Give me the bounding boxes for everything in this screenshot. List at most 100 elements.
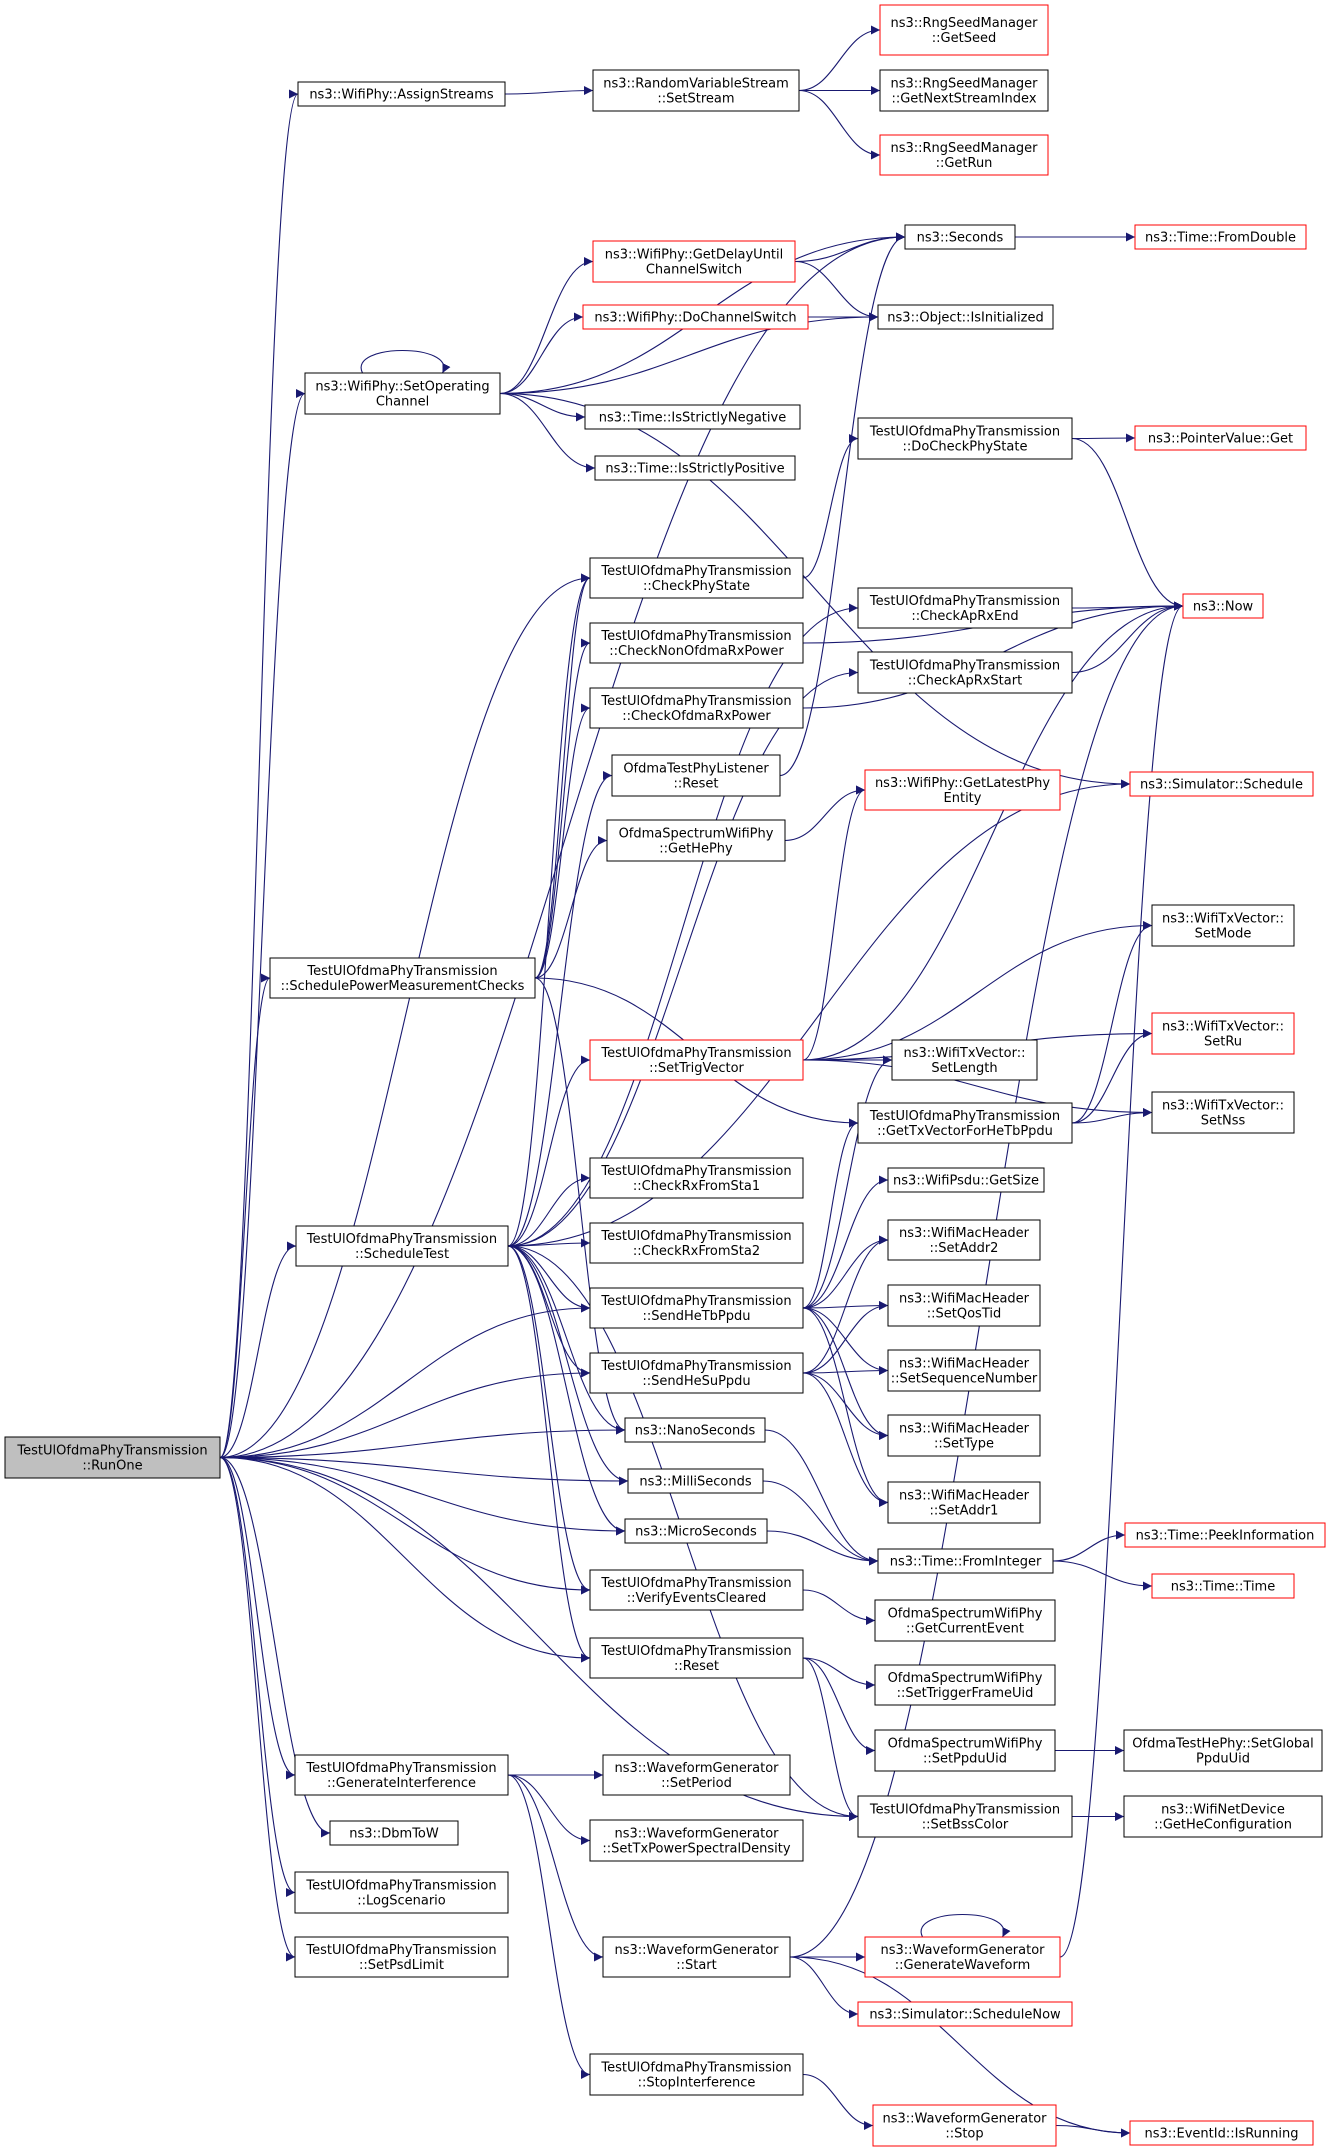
- node-checkApRxEnd[interactable]: TestUlOfdmaPhyTransmission::CheckApRxEnd: [857, 587, 1073, 629]
- call-edge-reset-to-setTriggerFrameUid: [802, 1657, 876, 1690]
- node-isRunning[interactable]: ns3::EventId::IsRunning: [1129, 2120, 1314, 2146]
- node-getTxVector[interactable]: TestUlOfdmaPhyTransmission::GetTxVectorF…: [857, 1102, 1073, 1144]
- node-now[interactable]: ns3::Now: [1182, 593, 1264, 619]
- node-getHePhy[interactable]: OfdmaSpectrumWifiPhy::GetHePhy: [606, 819, 786, 862]
- node-isInitialized[interactable]: ns3::Object::IsInitialized: [877, 304, 1054, 330]
- node-peekInfo[interactable]: ns3::Time::PeekInformation: [1124, 1522, 1326, 1548]
- node-checkOfdma[interactable]: TestUlOfdmaPhyTransmission::CheckOfdmaRx…: [589, 687, 804, 729]
- node-label-line: TestUlOfdmaPhyTransmission: [305, 1943, 496, 1958]
- node-setPsdLimit[interactable]: TestUlOfdmaPhyTransmission::SetPsdLimit: [294, 1936, 509, 1978]
- node-wgStart[interactable]: ns3::WaveformGenerator::Start: [602, 1936, 791, 1978]
- node-sendHeTb[interactable]: TestUlOfdmaPhyTransmission::SendHeTbPpdu: [589, 1287, 804, 1329]
- node-sendHeSu[interactable]: TestUlOfdmaPhyTransmission::SendHeSuPpdu: [589, 1352, 804, 1394]
- node-box: [857, 1795, 1073, 1838]
- call-edge-generateWaveform-to-now: [1059, 601, 1184, 1958]
- node-milliSeconds[interactable]: ns3::MilliSeconds: [627, 1468, 764, 1494]
- call-edge-setStream-to-getSeed: [798, 25, 881, 92]
- node-box: [857, 587, 1073, 629]
- node-scheduleNow[interactable]: ns3::Simulator::ScheduleNow: [857, 2001, 1073, 2027]
- node-setLength[interactable]: ns3::WifiTxVector::SetLength: [891, 1039, 1038, 1081]
- node-dbmToW[interactable]: ns3::DbmToW: [329, 1820, 459, 1846]
- node-pointerGet[interactable]: ns3::PointerValue::Get: [1134, 425, 1307, 451]
- node-seconds[interactable]: ns3::Seconds: [904, 224, 1016, 250]
- node-label-line: SetRu: [1204, 1035, 1242, 1050]
- node-getCurrentEvent[interactable]: OfdmaSpectrumWifiPhy::GetCurrentEvent: [874, 1599, 1056, 1642]
- node-setType[interactable]: ns3::WifiMacHeader::SetType: [887, 1414, 1041, 1457]
- node-fromDouble[interactable]: ns3::Time::FromDouble: [1134, 224, 1307, 250]
- node-box: [584, 404, 801, 430]
- node-setQosTid[interactable]: ns3::WifiMacHeader::SetQosTid: [887, 1284, 1041, 1327]
- node-assignStreams[interactable]: ns3::WifiPhy::AssignStreams: [297, 81, 506, 107]
- node-setPpduUid[interactable]: OfdmaSpectrumWifiPhy::SetPpduUid: [874, 1729, 1056, 1772]
- node-label-line: ::GetCurrentEvent: [906, 1622, 1024, 1637]
- node-getRun[interactable]: ns3::RngSeedManager::GetRun: [879, 134, 1049, 176]
- node-generateWaveform[interactable]: ns3::WaveformGenerator::GenerateWaveform: [864, 1936, 1061, 1978]
- node-doChannelSwitch[interactable]: ns3::WifiPhy::DoChannelSwitch: [582, 304, 809, 330]
- node-getSeed[interactable]: ns3::RngSeedManager::GetSeed: [879, 4, 1049, 56]
- node-checkNonOfdma[interactable]: TestUlOfdmaPhyTransmission::CheckNonOfdm…: [589, 622, 804, 664]
- node-label-line: ::SetBssColor: [922, 1818, 1009, 1833]
- node-fromInteger[interactable]: ns3::Time::FromInteger: [877, 1548, 1054, 1574]
- node-getSize[interactable]: ns3::WifiPsdu::GetSize: [887, 1167, 1045, 1193]
- node-logScenario[interactable]: TestUlOfdmaPhyTransmission::LogScenario: [294, 1871, 509, 1914]
- node-label-line: OfdmaTestPhyListener: [623, 762, 769, 777]
- node-label-line: ::SchedulePowerMeasurementChecks: [281, 979, 525, 994]
- node-generateInterference[interactable]: TestUlOfdmaPhyTransmission::GenerateInte…: [294, 1754, 509, 1796]
- node-box: [594, 455, 796, 481]
- node-setMode[interactable]: ns3::WifiTxVector::SetMode: [1151, 904, 1295, 947]
- node-setBssColor[interactable]: TestUlOfdmaPhyTransmission::SetBssColor: [857, 1795, 1073, 1838]
- node-checkRxSta2[interactable]: TestUlOfdmaPhyTransmission::CheckRxFromS…: [589, 1222, 804, 1264]
- call-edge-doCheckPhyState-to-pointerGet: [1071, 433, 1136, 443]
- node-nanoSeconds[interactable]: ns3::NanoSeconds: [624, 1417, 766, 1443]
- node-checkRxSta1[interactable]: TestUlOfdmaPhyTransmission::CheckRxFromS…: [589, 1157, 804, 1199]
- node-box: [592, 240, 796, 283]
- node-setTriggerFrameUid[interactable]: OfdmaSpectrumWifiPhy::SetTriggerFrameUid: [874, 1664, 1056, 1706]
- node-setStream[interactable]: ns3::RandomVariableStream::SetStream: [592, 69, 800, 112]
- node-time[interactable]: ns3::Time::Time: [1151, 1573, 1295, 1599]
- node-label-line: OfdmaSpectrumWifiPhy: [888, 1737, 1043, 1752]
- node-label-line: ns3::Time::FromDouble: [1145, 231, 1296, 246]
- call-edge-generateInterference-to-stopInterference: [507, 1774, 591, 2079]
- node-label-line: ::GetTxVectorForHeTbPpdu: [877, 1124, 1053, 1139]
- node-label-line: ns3::WifiMacHeader: [899, 1489, 1030, 1504]
- node-microSeconds[interactable]: ns3::MicroSeconds: [624, 1518, 768, 1544]
- node-verifyEvents[interactable]: TestUlOfdmaPhyTransmission::VerifyEvents…: [589, 1569, 804, 1611]
- node-wgStop[interactable]: ns3::WaveformGenerator::Stop: [872, 2104, 1057, 2147]
- node-label-line: ::DoCheckPhyState: [903, 440, 1028, 455]
- node-setNss[interactable]: ns3::WifiTxVector::SetNss: [1151, 1091, 1295, 1134]
- node-checkPhyState[interactable]: TestUlOfdmaPhyTransmission::CheckPhyStat…: [589, 557, 804, 599]
- node-isStrictlyPositive[interactable]: ns3::Time::IsStrictlyPositive: [594, 455, 796, 481]
- node-label-line: ::SetQosTid: [927, 1307, 1001, 1322]
- node-schedulePower[interactable]: TestUlOfdmaPhyTransmission::SchedulePowe…: [269, 957, 536, 999]
- node-setTrigVector[interactable]: TestUlOfdmaPhyTransmission::SetTrigVecto…: [589, 1039, 804, 1081]
- call-edge-sendHeTb-to-setAddr1: [802, 1307, 889, 1507]
- node-setTxPsd[interactable]: ns3::WaveformGenerator::SetTxPowerSpectr…: [589, 1819, 804, 1862]
- node-stopInterference[interactable]: TestUlOfdmaPhyTransmission::StopInterfer…: [589, 2053, 804, 2096]
- node-setAddr1[interactable]: ns3::WifiMacHeader::SetAddr1: [887, 1481, 1041, 1524]
- node-setPeriod[interactable]: ns3::WaveformGenerator::SetPeriod: [602, 1754, 791, 1796]
- node-root[interactable]: TestUlOfdmaPhyTransmission::RunOne: [4, 1436, 221, 1479]
- node-doCheckPhyState[interactable]: TestUlOfdmaPhyTransmission::DoCheckPhySt…: [857, 417, 1073, 460]
- node-scheduleTest[interactable]: TestUlOfdmaPhyTransmission::ScheduleTest: [295, 1225, 509, 1267]
- node-schedule[interactable]: ns3::Simulator::Schedule: [1129, 771, 1314, 797]
- call-edge-schedulePower-to-getHePhy: [534, 836, 608, 979]
- node-label-line: ::SetTrigVector: [649, 1061, 744, 1076]
- node-label-line: TestUlOfdmaPhyTransmission: [869, 425, 1060, 440]
- node-checkApRxStart[interactable]: TestUlOfdmaPhyTransmission::CheckApRxSta…: [857, 651, 1073, 694]
- call-edge-sendHeSu-to-setAddr2: [802, 1235, 889, 1374]
- node-listenerReset[interactable]: OfdmaTestPhyListener::Reset: [611, 754, 781, 797]
- node-label-line: OfdmaSpectrumWifiPhy: [888, 1671, 1043, 1686]
- node-isStrictlyNegative[interactable]: ns3::Time::IsStrictlyNegative: [584, 404, 801, 430]
- node-reset[interactable]: TestUlOfdmaPhyTransmission::Reset: [589, 1637, 804, 1679]
- node-setAddr2[interactable]: ns3::WifiMacHeader::SetAddr2: [887, 1219, 1041, 1261]
- node-box: [1151, 1573, 1295, 1599]
- node-setSeq[interactable]: ns3::WifiMacHeader::SetSequenceNumber: [887, 1349, 1041, 1392]
- node-getNextStreamIndex[interactable]: ns3::RngSeedManager::GetNextStreamIndex: [879, 69, 1049, 112]
- node-box: [857, 1102, 1073, 1144]
- node-getHeConfig[interactable]: ns3::WifiNetDevice::GetHeConfiguration: [1123, 1795, 1323, 1838]
- node-setRu[interactable]: ns3::WifiTxVector::SetRu: [1151, 1012, 1295, 1055]
